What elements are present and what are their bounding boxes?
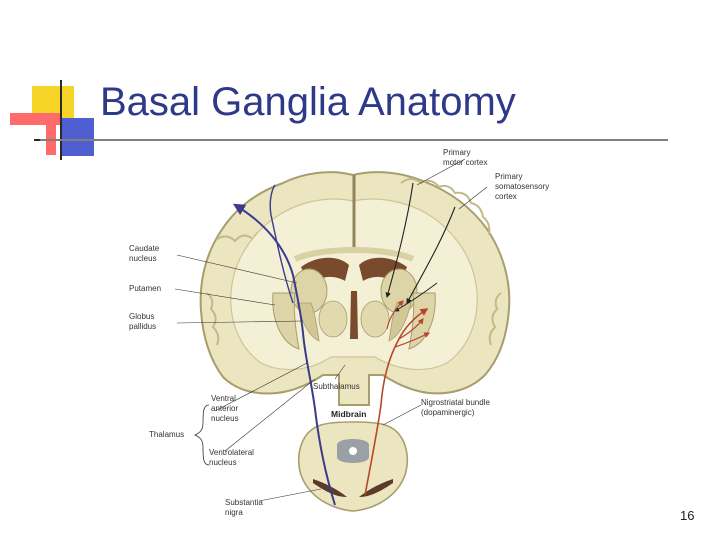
corpus-callosum xyxy=(293,247,415,262)
label-ventrolateral-1: Ventrolateral xyxy=(209,448,254,457)
cerebral-aqueduct xyxy=(349,447,357,455)
third-ventricle xyxy=(350,291,358,339)
decoration-blue-square xyxy=(62,118,94,156)
decoration-graphic xyxy=(10,80,104,160)
label-somatosensory-2: somatosensory xyxy=(495,182,549,191)
label-ventral-2: anterior xyxy=(211,404,238,413)
pointer-caudate xyxy=(176,254,298,284)
pointer-ventrolateral xyxy=(224,378,316,452)
label-ventral-1: Ventral xyxy=(211,394,236,403)
label-subthalamus: Subthalamus xyxy=(313,382,360,391)
label-ventral-3: nucleus xyxy=(211,414,239,423)
pointer-nigrostriatal xyxy=(382,404,422,426)
nigrostriatal-pathway xyxy=(364,308,429,496)
nigrostriatal-branch-2 xyxy=(394,332,431,348)
label-somatosensory-1: Primary xyxy=(495,172,523,181)
pointer-globus xyxy=(176,320,304,324)
cortical-input-1 xyxy=(385,182,414,299)
decoration-red-pillar xyxy=(46,113,56,155)
right-substantia-nigra xyxy=(359,479,393,497)
figure-labels: Primary motor cortex Primary somatosenso… xyxy=(129,148,549,517)
label-primary-motor-2: motor cortex xyxy=(443,158,487,167)
pointer-putamen xyxy=(174,288,276,306)
efferent-branch xyxy=(269,184,294,304)
label-midbrain: Midbrain xyxy=(331,409,366,419)
pointer-subthalamus xyxy=(334,364,346,380)
page-number: 16 xyxy=(680,508,695,523)
brain-diagram: Primary motor cortex Primary somatosenso… xyxy=(129,148,549,517)
slide-title: Basal Ganglia Anatomy xyxy=(100,80,516,124)
label-nigrostriatal-2: (dopaminergic) xyxy=(421,408,475,417)
efferent-pathway xyxy=(232,203,336,506)
label-nigrostriatal-1: Nigrostriatal bundle xyxy=(421,398,490,407)
label-caudate-1: Caudate xyxy=(129,244,160,253)
label-pointers xyxy=(174,158,488,502)
label-primary-motor-1: Primary xyxy=(443,148,471,157)
label-somatosensory-3: cortex xyxy=(495,192,517,201)
midbrain-section xyxy=(298,421,408,512)
right-thalamus xyxy=(360,300,390,338)
midbrain-outline xyxy=(298,421,408,512)
nigrostriatal-branch-3 xyxy=(386,300,404,330)
title-rule xyxy=(40,139,668,141)
label-thalamus: Thalamus xyxy=(149,430,184,439)
thalamus-brace xyxy=(194,404,210,466)
cortical-input-3 xyxy=(394,282,438,312)
basal-ganglia-figure: Primary motor cortex Primary somatosenso… xyxy=(125,143,577,531)
nigrostriatal-branch-1 xyxy=(398,318,424,340)
cortical-input-2 xyxy=(406,206,456,304)
pointer-substantia xyxy=(258,488,322,502)
label-substantia-2: nigra xyxy=(225,508,243,517)
pointer-primary-motor xyxy=(416,158,466,186)
title-decoration xyxy=(0,0,110,170)
label-substantia-1: Substantia xyxy=(225,498,263,507)
decoration-vertical-line xyxy=(60,80,62,160)
label-globus-1: Globus xyxy=(129,312,154,321)
pointer-somatosensory xyxy=(458,186,488,210)
cerebrum-section xyxy=(199,171,511,406)
left-thalamus xyxy=(318,300,348,338)
label-putamen: Putamen xyxy=(129,284,161,293)
label-ventrolateral-2: nucleus xyxy=(209,458,237,467)
label-caudate-2: nucleus xyxy=(129,254,157,263)
pointer-ventral xyxy=(214,362,308,412)
label-globus-2: pallidus xyxy=(129,322,156,331)
